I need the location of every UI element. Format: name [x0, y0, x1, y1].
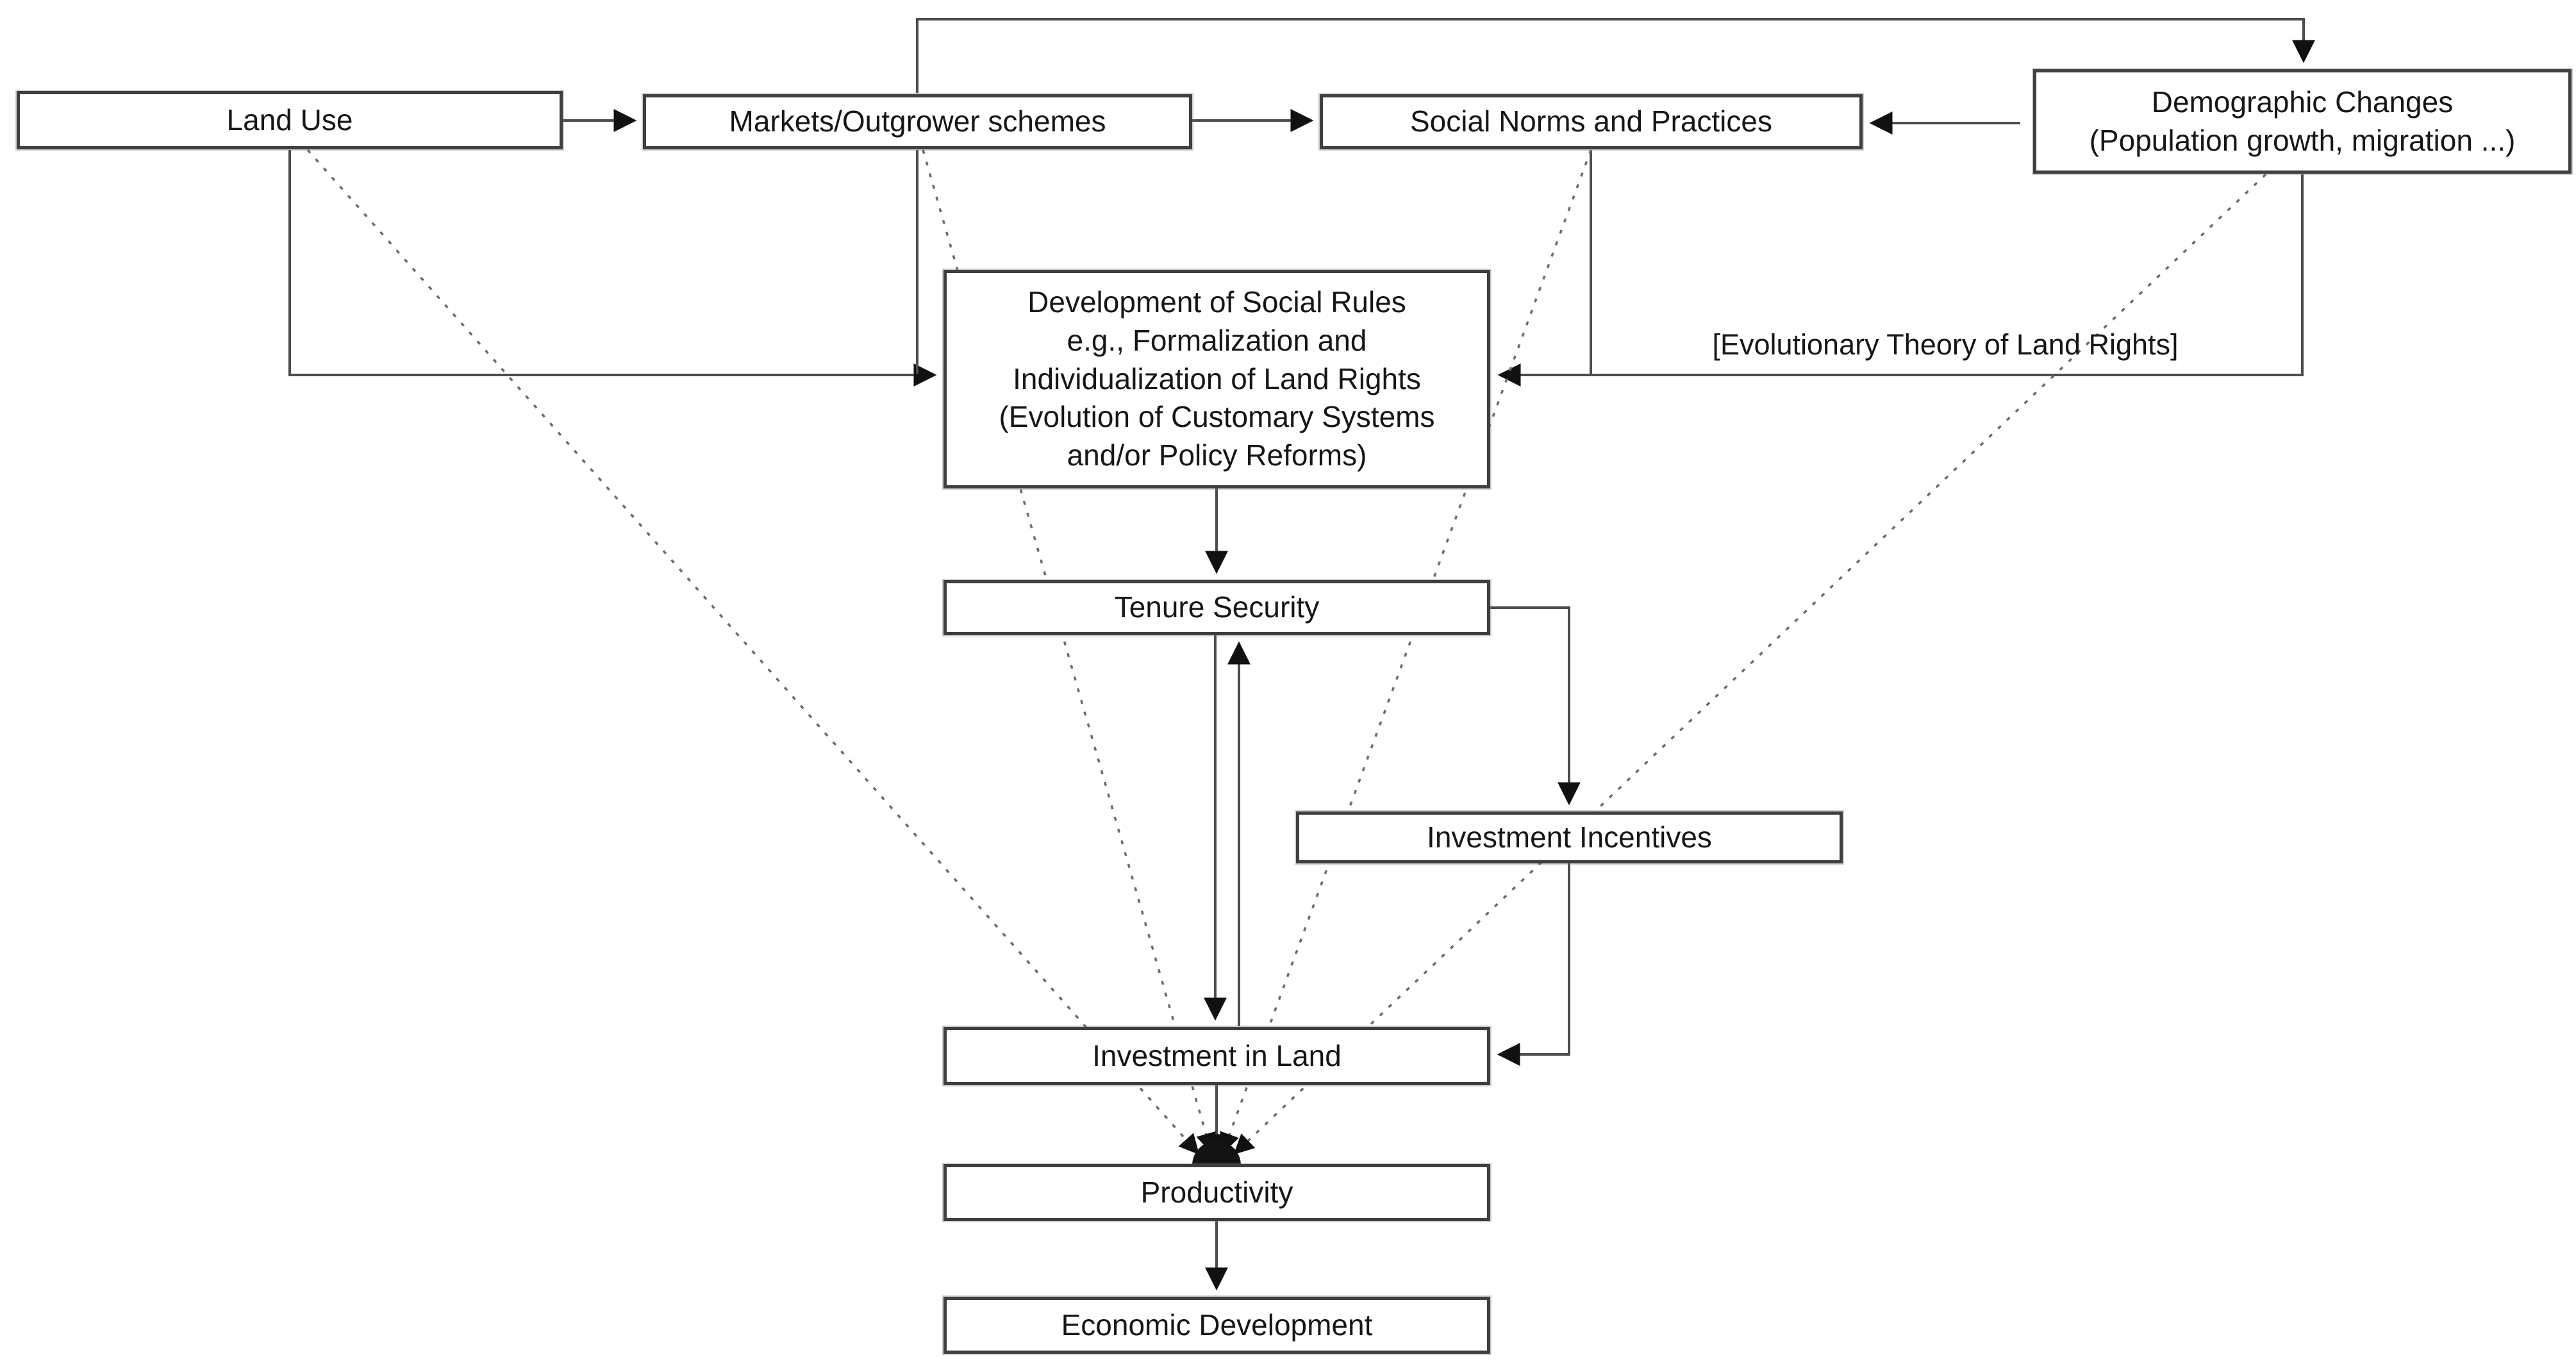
node-social-norms-label: Social Norms and Practices: [1410, 104, 1772, 138]
node-productivity-label: Productivity: [1140, 1175, 1293, 1209]
node-markets-outgrower-schemes: Markets/Outgrower schemes: [643, 94, 1192, 149]
node-demographic-changes: Demographic Changes (Population growth, …: [2033, 69, 2572, 174]
node-incentives-label: Investment Incentives: [1427, 820, 1712, 854]
edge-incentives-to-investment: [1497, 863, 1570, 1066]
node-investment-in-land: Investment in Land: [943, 1027, 1490, 1085]
solid-edges: [288, 18, 2315, 1291]
node-tenure-label: Tenure Security: [1114, 590, 1320, 624]
node-markets-label: Markets/Outgrower schemes: [729, 104, 1106, 138]
edge-landuse-to-socialrules: [288, 150, 937, 387]
edge-tenure-to-incentives: [1490, 606, 1581, 806]
node-demographic-label: Demographic Changes (Population growth, …: [2089, 85, 2516, 157]
node-land-use: Land Use: [17, 91, 563, 149]
node-land-use-label: Land Use: [226, 103, 353, 137]
node-social-norms: Social Norms and Practices: [1320, 94, 1863, 149]
node-economic-label: Economic Development: [1061, 1308, 1373, 1342]
node-social-rules-label: Development of Social Rules e.g., Formal…: [999, 285, 1435, 472]
node-economic-development: Economic Development: [943, 1297, 1490, 1354]
node-tenure-security: Tenure Security: [943, 580, 1490, 635]
node-productivity: Productivity: [943, 1164, 1490, 1221]
edge-demographic-to-productivity-dashed: [1233, 173, 2267, 1155]
evolutionary-theory-label: [Evolutionary Theory of Land Rights]: [1712, 328, 2179, 361]
node-investment-incentives: Investment Incentives: [1296, 811, 1843, 863]
edge-demographic-to-socialrules: [1497, 174, 2304, 387]
node-investment-label: Investment in Land: [1092, 1038, 1342, 1072]
convergence-blob: [1192, 1141, 1241, 1165]
edge-landuse-to-productivity-dashed: [306, 149, 1200, 1155]
node-development-of-social-rules: Development of Social Rules e.g., Formal…: [943, 270, 1490, 488]
edge-markets-to-demographic-toploop: [916, 18, 2315, 93]
